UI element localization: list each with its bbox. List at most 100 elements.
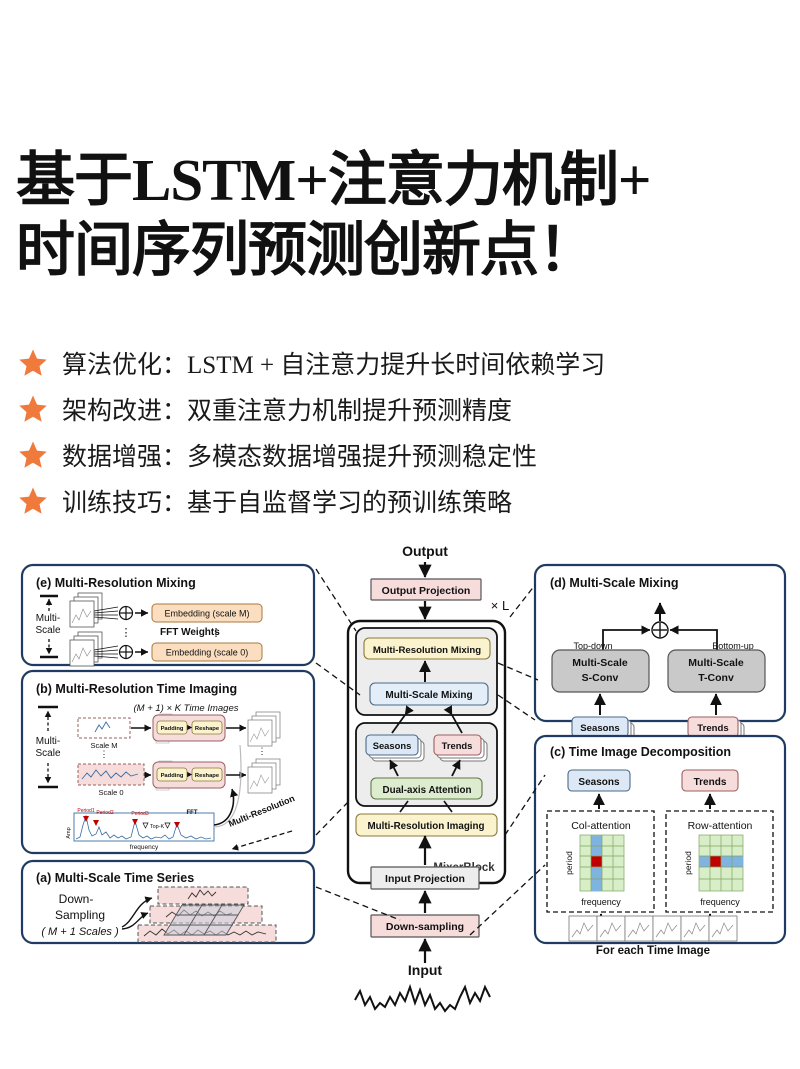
panel-b-padding-0-label: Padding [161, 773, 184, 779]
panel-d-t-conv-box[interactable] [667, 649, 766, 693]
panel-c-time-image-row [568, 915, 738, 942]
input-projection-label: Input Projection [385, 873, 465, 885]
panel-e-axis-label-1: Multi- [36, 613, 60, 624]
panel-c-row-attention-label: Row-attention [688, 820, 753, 832]
panel-c-title: (c) Time Image Decomposition [550, 745, 731, 759]
panel-c-row-frequency-label: frequency [700, 897, 740, 907]
title-line-1: 基于LSTM+注意力机制+ [16, 147, 651, 213]
panel-a-series-top [157, 886, 249, 905]
panel-b-ellipsis: ⋮ [100, 749, 109, 759]
panel-c-trends-box[interactable] [681, 769, 739, 792]
multi-resolution-imaging-label: Multi-Resolution Imaging [367, 821, 484, 832]
center-trends-label: Trends [442, 740, 473, 751]
bullet-list: 算法优化：LSTM + 自注意力提升长时间依赖学习 架构改进：双重注意力机制提升… [18, 340, 778, 524]
panel-d-bottom-up-label: Bottom-up [712, 641, 754, 651]
panel-d-seasons-label: Seasons [580, 723, 619, 734]
architecture-diagram: Output Output Projection × L MixerBlock … [0, 535, 800, 1035]
panel-b-reshape-m-label: Reshape [195, 726, 220, 732]
panel-b-period2-label: Period2 [96, 810, 113, 816]
connector-lines [315, 568, 546, 936]
panel-e-axis-label-2: Scale [35, 625, 60, 636]
panel-b-axis-label-2: Scale [35, 748, 60, 759]
panel-d-t-conv-line2: T-Conv [698, 672, 734, 684]
title-line-2: 时间序列预测创新点！ [16, 217, 597, 283]
panel-b-ellipsis-2: ⋮ [258, 746, 267, 756]
panel-d-s-conv-line2: S-Conv [582, 672, 619, 684]
panel-d-t-conv-line1: Multi-Scale [688, 657, 744, 669]
panel-b-amp-label: Amp [66, 827, 72, 838]
panel-e-title: (e) Multi-Resolution Mixing [36, 576, 196, 590]
input-waveform [354, 983, 491, 1013]
panel-c-row-period-label: period [683, 851, 693, 875]
list-item-label: 架构改进：双重注意力机制提升预测精度 [62, 398, 513, 425]
list-item: 数据增强：多模态数据增强提升预测稳定性 [18, 432, 778, 478]
panel-e-ellipsis-1: ⋮ [121, 627, 132, 639]
panel-c-trends-label: Trends [694, 777, 727, 788]
panel-c-footer-label: For each Time Image [596, 945, 710, 957]
multi-resolution-mixing-box[interactable] [363, 637, 491, 660]
output-projection-box[interactable] [370, 578, 482, 601]
panel-e-embedding-top-box[interactable] [151, 603, 263, 623]
star-icon [19, 349, 47, 376]
panel-c-seasons-label: Seasons [578, 777, 620, 788]
panel-a-line2: Sampling [55, 908, 105, 922]
panel-d-s-conv-box[interactable] [551, 649, 650, 693]
panel-b-padding-m-label: Padding [161, 726, 184, 732]
multi-resolution-mixing-label: Multi-Resolution Mixing [373, 645, 481, 656]
panel-d-top-down-label: Top-down [573, 641, 612, 651]
multi-scale-mixing-label: Multi-Scale Mixing [385, 690, 472, 701]
list-item-label: 数据增强：多模态数据增强提升预测稳定性 [62, 444, 538, 471]
panel-e-embedding-bottom-box[interactable] [151, 642, 263, 662]
star-icon [19, 441, 47, 468]
panel-d-s-conv-line1: Multi-Scale [572, 657, 628, 669]
multi-scale-mixing-box[interactable] [369, 682, 489, 706]
center-input-label: Input [408, 962, 443, 978]
center-output-label: Output [402, 543, 448, 559]
panel-c-col-period-label: period [564, 851, 574, 875]
panel-b-axis-label-1: Multi- [36, 736, 60, 747]
panel-b-fft-label: FFT [187, 810, 198, 816]
panel-b-period3-label: Period3 [131, 811, 148, 817]
page-title: 基于LSTM+注意力机制+ 时间序列预测创新点！ [16, 145, 784, 285]
panel-a-line1: Down- [59, 892, 94, 906]
center-seasons-box[interactable] [365, 734, 419, 756]
panel-b-frequency-label: frequency [130, 844, 159, 851]
panel-b-scale-0-box [77, 763, 145, 786]
panel-b-topk-label: Top-K [150, 824, 165, 830]
panel-c-col-attention-label: Col-attention [571, 820, 631, 832]
dual-axis-attention-box[interactable] [370, 777, 483, 800]
panel-b-scale-0-label: Scale 0 [98, 788, 123, 797]
panel-e-embedding-bottom-label: Embedding (scale 0) [166, 648, 249, 658]
panel-d-title: (d) Multi-Scale Mixing [550, 576, 678, 590]
list-item-label: 训练技巧：基于自监督学习的预训练策略 [62, 490, 513, 517]
panel-e-ellipsis-2: ⋮ [211, 627, 222, 639]
panel-b-scale-m-box [77, 717, 131, 739]
panel-e-embedding-top-label: Embedding (scale M) [164, 609, 249, 619]
panel-b-title: (b) Multi-Resolution Time Imaging [36, 682, 237, 696]
panel-b-scale-m-label: Scale M [90, 741, 117, 750]
down-sampling-label: Down-sampling [386, 921, 464, 933]
list-item: 架构改进：双重注意力机制提升预测精度 [18, 386, 778, 432]
panel-d-trends-label: Trends [697, 723, 728, 734]
panel-a-title: (a) Multi-Scale Time Series [36, 871, 194, 885]
output-projection-label: Output Projection [382, 585, 471, 597]
panel-c-col-frequency-label: frequency [581, 897, 621, 907]
panel-c-col-heatmap [579, 834, 625, 892]
panel-a-line3: ( M + 1 Scales ) [41, 926, 119, 938]
panel-b-reshape-0-label: Reshape [195, 773, 220, 779]
list-item: 算法优化：LSTM + 自注意力提升长时间依赖学习 [18, 340, 778, 386]
star-icon [19, 487, 47, 514]
panel-e-fft-weights-label: FFT Weights [160, 627, 220, 638]
repeat-label: × L [491, 598, 509, 613]
list-item: 训练技巧：基于自监督学习的预训练策略 [18, 478, 778, 524]
panel-b-time-images-label: (M + 1) × K Time Images [134, 703, 239, 714]
star-icon [19, 395, 47, 422]
panel-b-period1-label: Period1 [77, 808, 94, 814]
panel-c-seasons-box[interactable] [567, 769, 631, 792]
panel-c-row-heatmap [698, 834, 744, 892]
input-projection-box[interactable] [370, 866, 480, 890]
list-item-label: 算法优化：LSTM + 自注意力提升长时间依赖学习 [62, 352, 606, 379]
dual-axis-attention-label: Dual-axis Attention [383, 785, 472, 796]
center-seasons-label: Seasons [373, 740, 412, 751]
center-trends-box[interactable] [433, 734, 482, 756]
